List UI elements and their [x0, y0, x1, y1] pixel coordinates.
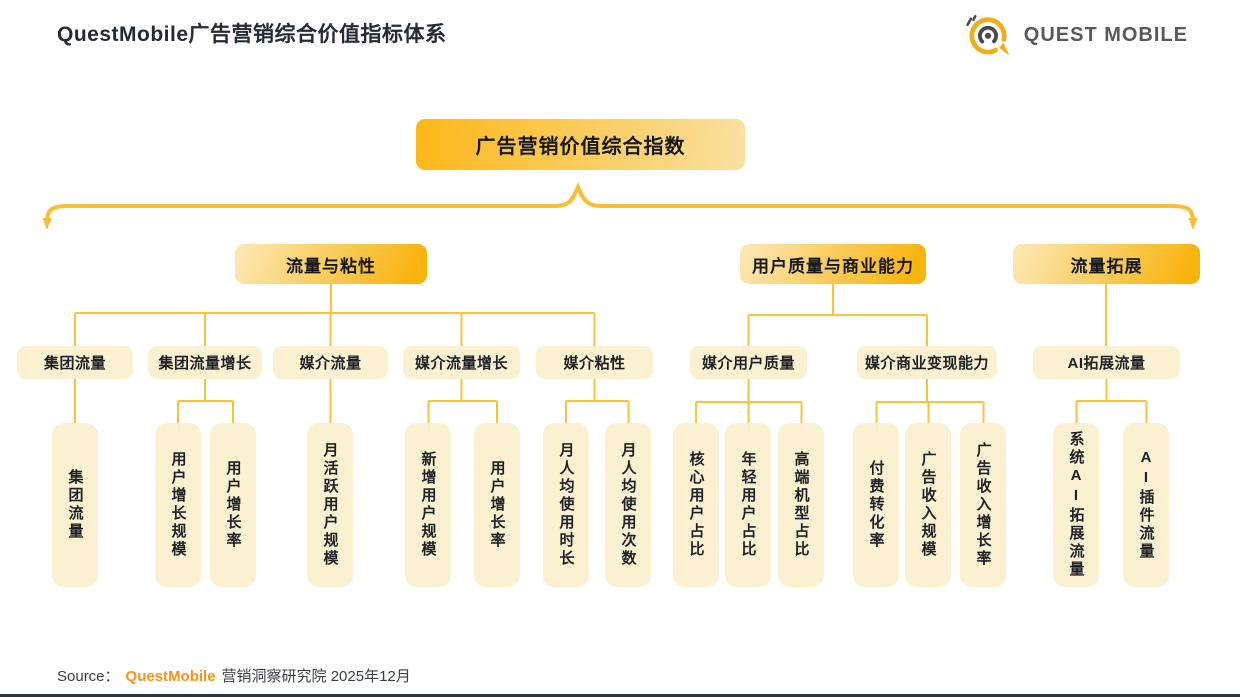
brace-arrow-right — [1188, 218, 1198, 230]
metric-box: 用户增长率 — [474, 423, 520, 587]
metric-box: 核心用户占比 — [673, 423, 719, 587]
group-box-user-quality-commercial: 用户质量与商业能力 — [740, 244, 926, 284]
metric-box: 月人均使用时长 — [543, 423, 589, 587]
brace-arrow-left — [42, 218, 52, 230]
source-line: Source： QuestMobile 营销洞察研究院 2025年12月 — [57, 665, 411, 686]
metric-box: 新增用户规模 — [405, 423, 451, 587]
metric-box: 集团流量 — [52, 423, 98, 587]
source-brand: QuestMobile — [125, 668, 216, 685]
questmobile-spiral-icon — [966, 14, 1010, 56]
category-box: AI拓展流量 — [1033, 346, 1180, 379]
page-title: QuestMobile广告营销综合价值指标体系 — [57, 23, 447, 46]
category-box: 媒介商业变现能力 — [857, 346, 997, 379]
metric-box: 用户增长规模 — [155, 423, 201, 587]
metric-box: 付费转化率 — [853, 423, 899, 587]
category-box: 集团流量 — [17, 346, 133, 379]
metric-box: 广告收入增长率 — [960, 423, 1006, 587]
metric-box: 用户增长率 — [210, 423, 256, 587]
brace — [45, 181, 1195, 224]
source-label: Source： — [57, 668, 120, 685]
metric-box: 高端机型占比 — [778, 423, 824, 587]
source-text: 营销洞察研究院 2025年12月 — [221, 668, 411, 685]
root-node: 广告营销价值综合指数 — [416, 119, 745, 170]
bottom-divider — [0, 694, 1240, 697]
metric-box: 系统AI拓展流量 — [1053, 423, 1099, 587]
metric-box: 广告收入规模 — [905, 423, 951, 587]
group-box-traffic-stickiness: 流量与粘性 — [235, 244, 427, 284]
brand-name: QUEST MOBILE — [1023, 23, 1188, 46]
metric-box: 年轻用户占比 — [725, 423, 771, 587]
category-box: 媒介粘性 — [536, 346, 653, 379]
metric-box: 月活跃用户规模 — [307, 423, 353, 587]
questmobile-logo: QUEST MOBILE — [962, 12, 1188, 58]
metric-box: 月人均使用次数 — [605, 423, 651, 587]
category-box: 集团流量增长 — [148, 346, 262, 379]
category-box: 媒介流量 — [273, 346, 388, 379]
group-box-traffic-expansion: 流量拓展 — [1013, 244, 1200, 284]
category-box: 媒介流量增长 — [403, 346, 520, 379]
metric-box: AI插件流量 — [1123, 423, 1169, 587]
category-box: 媒介用户质量 — [690, 346, 807, 379]
